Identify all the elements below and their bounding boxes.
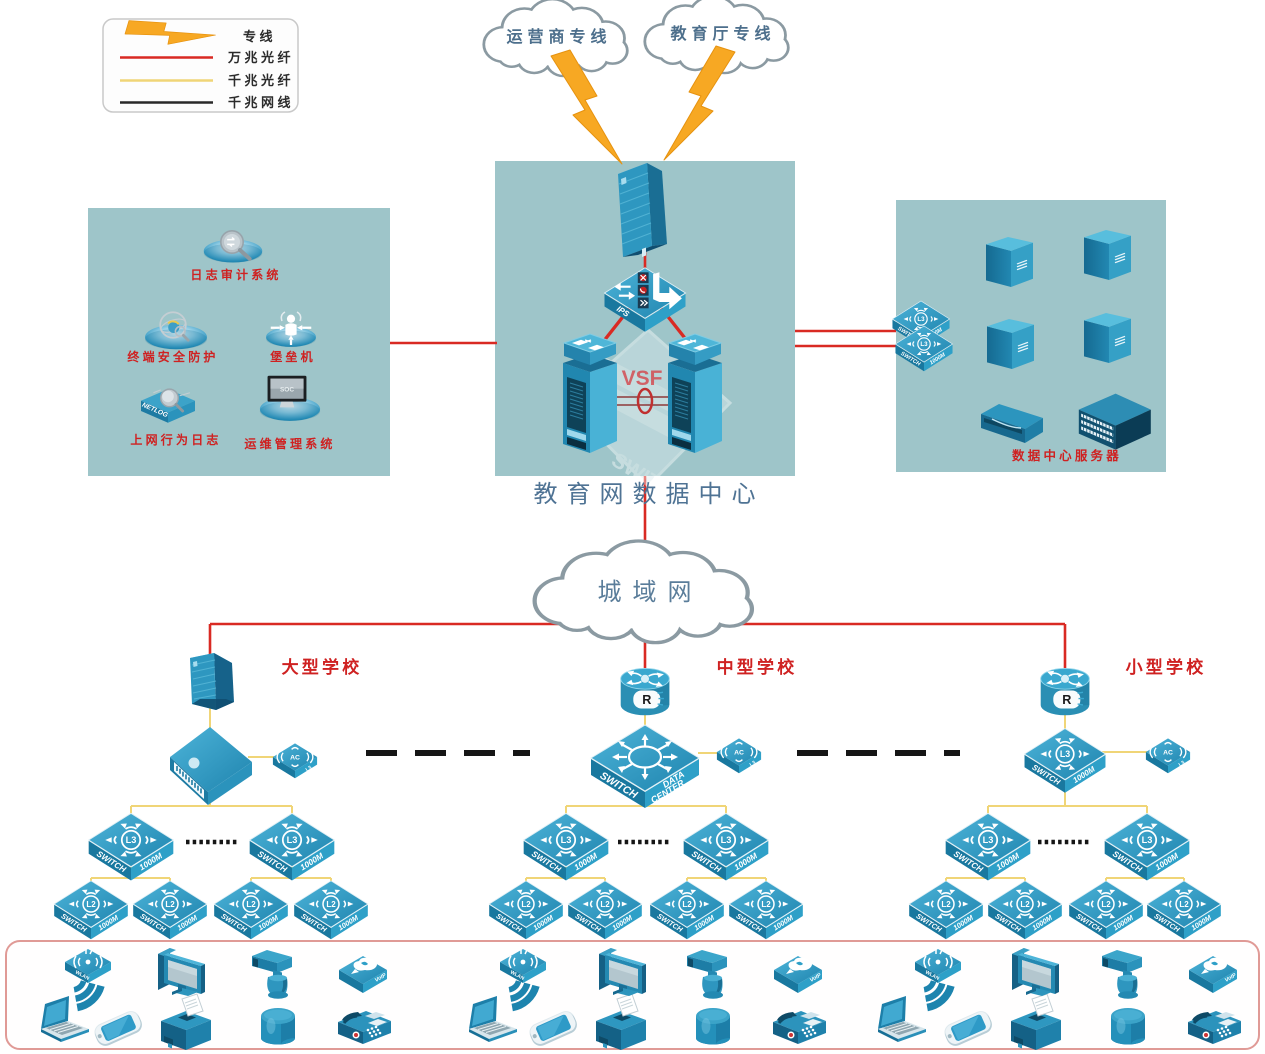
svg-text:专线: 专线 <box>243 29 276 44</box>
svg-text:千兆网线: 千兆网线 <box>228 95 294 110</box>
svg-text:SOC: SOC <box>280 387 294 394</box>
svg-text:运营商专线: 运营商专线 <box>506 27 611 46</box>
svg-text:中型学校: 中型学校 <box>717 657 798 677</box>
svg-text:终端安全防护: 终端安全防护 <box>127 349 218 364</box>
svg-text:数据中心服务器: 数据中心服务器 <box>1011 448 1122 463</box>
svg-text:千兆光纤: 千兆光纤 <box>228 73 294 88</box>
svg-text:教育厅专线: 教育厅专线 <box>670 24 775 43</box>
svg-text:大型学校: 大型学校 <box>282 657 363 677</box>
svg-text:日志审计系统: 日志审计系统 <box>190 267 281 282</box>
svg-text:小型学校: 小型学校 <box>1126 657 1207 677</box>
svg-text:运维管理系统: 运维管理系统 <box>244 436 335 451</box>
svg-text:万兆光纤: 万兆光纤 <box>227 50 294 65</box>
svg-text:上网行为日志: 上网行为日志 <box>130 432 221 447</box>
svg-text:教育网数据中心: 教育网数据中心 <box>534 481 765 508</box>
svg-text:VSF: VSF <box>622 367 663 390</box>
svg-text:堡垒机: 堡垒机 <box>270 349 316 364</box>
svg-text:城域网: 城域网 <box>598 579 703 606</box>
